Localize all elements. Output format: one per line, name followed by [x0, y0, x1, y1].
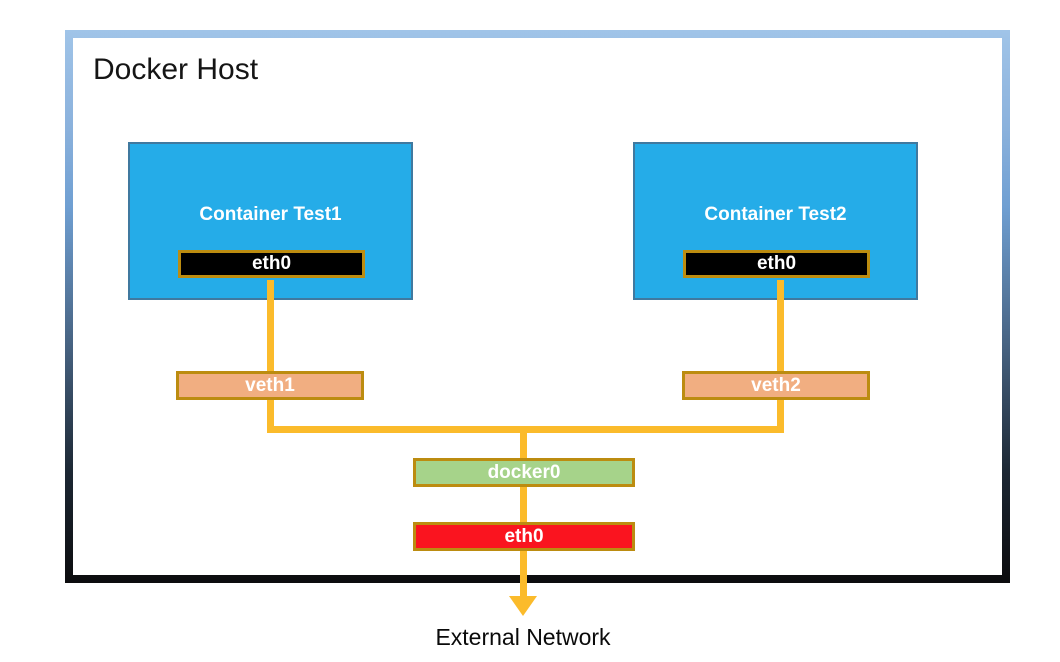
external-network-label: External Network — [435, 624, 611, 650]
host-eth0-box: eth0 — [413, 522, 635, 551]
docker0-bridge-box: docker0 — [413, 458, 635, 487]
arrow-down-icon — [509, 596, 537, 616]
veth2-box: veth2 — [682, 371, 870, 400]
docker-host-box — [65, 30, 1010, 583]
container-test1-label: Container Test1 — [199, 204, 342, 225]
veth1-box: veth1 — [176, 371, 364, 400]
docker-host-title: Docker Host — [93, 53, 259, 86]
container-test2-label: Container Test2 — [704, 204, 847, 225]
connector-line-bridge-to-external — [520, 426, 527, 598]
container-test2-eth0-box: eth0 — [683, 250, 870, 278]
docker-host-inner-area — [73, 38, 1002, 575]
connector-line-test1-to-veth1 — [267, 280, 274, 430]
connector-line-test2-to-veth2 — [777, 280, 784, 430]
container-test1-box: Container Test1 eth0 — [128, 142, 413, 300]
container-test2-box: Container Test2 eth0 — [633, 142, 918, 300]
container-test1-eth0-box: eth0 — [178, 250, 365, 278]
